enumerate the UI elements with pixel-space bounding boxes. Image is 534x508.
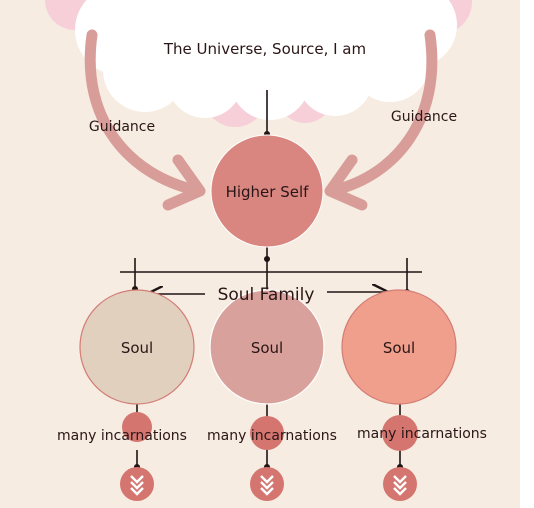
guidance-arrow-left-head bbox=[162, 154, 206, 211]
double-chevron-down-icon bbox=[120, 467, 154, 501]
guidance-arrow-left bbox=[84, 29, 201, 196]
universe-title: The Universe, Source, I am bbox=[163, 40, 366, 58]
higher-self-node bbox=[210, 134, 324, 248]
soul-node-1 bbox=[79, 289, 195, 405]
guidance-arrows bbox=[84, 29, 438, 211]
incarnation-markers bbox=[120, 467, 417, 501]
soul-label-1: Soul bbox=[121, 339, 153, 357]
soul-label-3: Soul bbox=[383, 339, 415, 357]
incarnation-dots bbox=[122, 412, 418, 451]
incarnation-label-3: many incarnations bbox=[357, 426, 487, 442]
soul-nodes bbox=[79, 289, 457, 405]
guidance-arrow-right bbox=[329, 29, 438, 196]
higher-self-label: Higher Self bbox=[226, 183, 310, 201]
soul-label-2: Soul bbox=[251, 339, 283, 357]
cloud-shape bbox=[45, 0, 472, 127]
guidance-label-left: Guidance bbox=[89, 119, 155, 135]
connector-lines bbox=[120, 90, 422, 468]
soul-node-3 bbox=[341, 289, 457, 405]
soul-family-label: Soul Family bbox=[218, 285, 315, 305]
double-chevron-down-icon bbox=[383, 467, 417, 501]
incarnation-label-1: many incarnations bbox=[57, 428, 187, 444]
soul-node-2 bbox=[209, 289, 325, 405]
guidance-label-right: Guidance bbox=[391, 109, 457, 125]
double-chevron-down-icon bbox=[250, 467, 284, 501]
incarnation-label-2: many incarnations bbox=[207, 428, 337, 444]
guidance-arrow-right-head bbox=[324, 154, 368, 211]
